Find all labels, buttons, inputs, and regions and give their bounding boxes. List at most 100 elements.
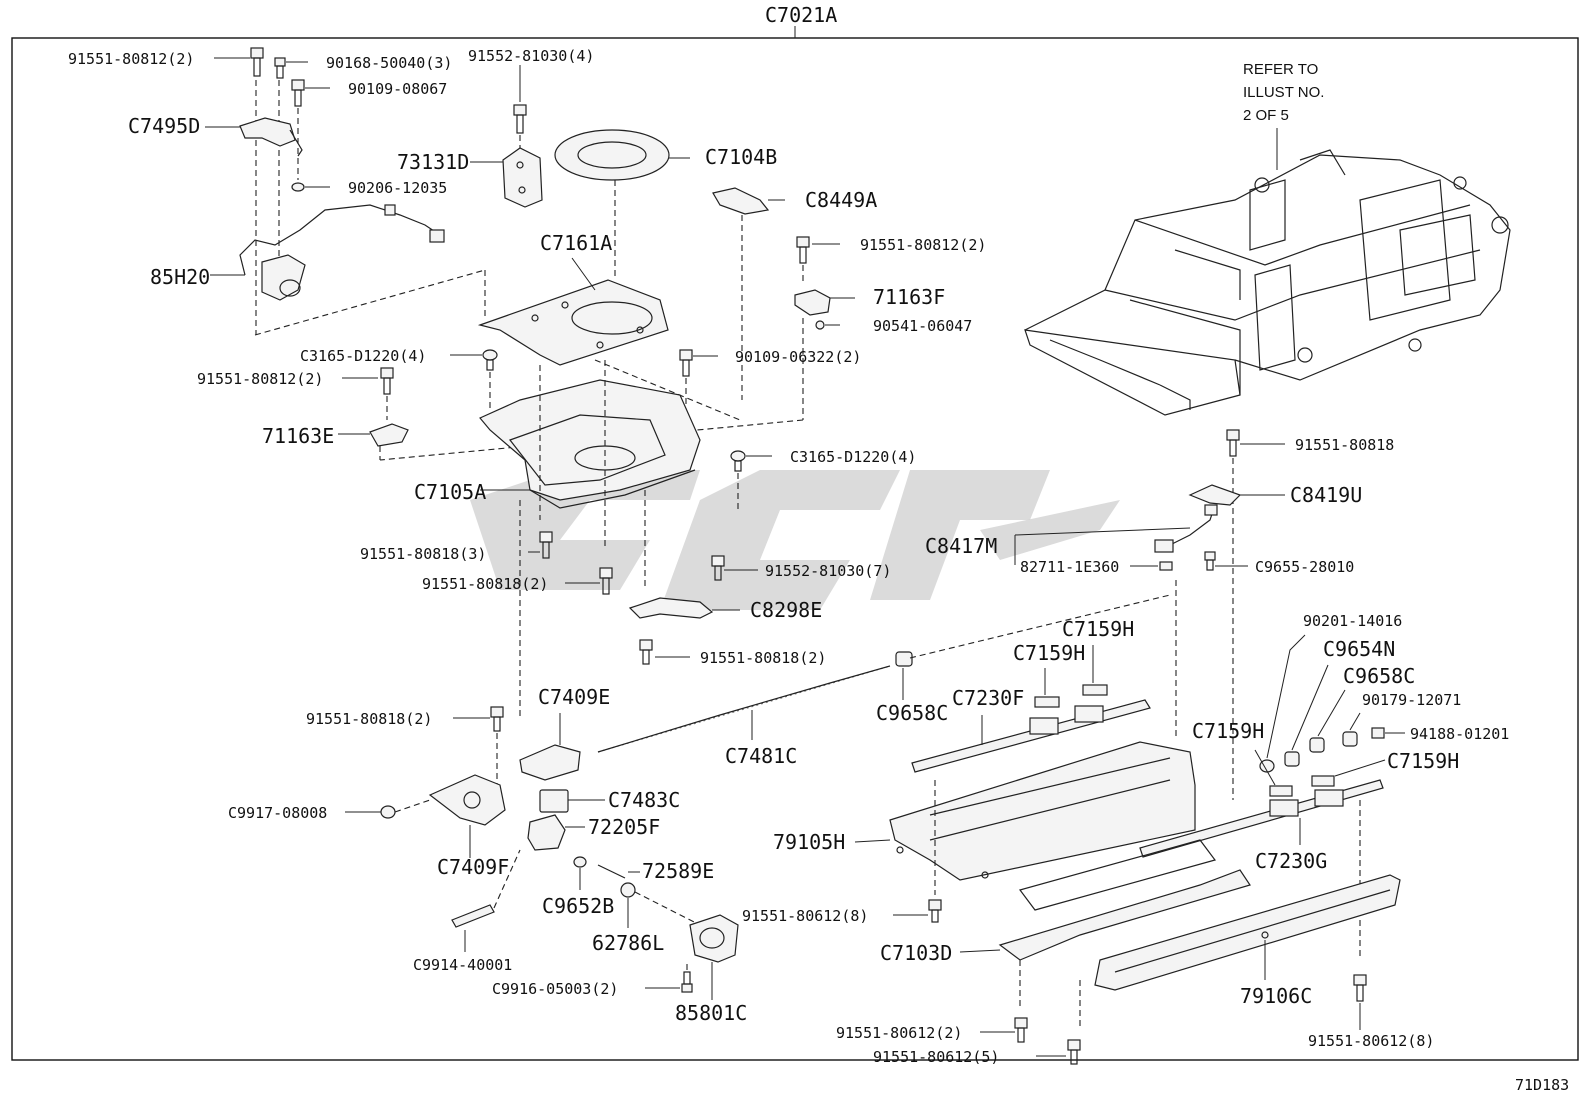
label-c8298e[interactable]: C8298E [750, 598, 822, 622]
page-code: 71D183 [1515, 1076, 1569, 1094]
label-82711-1e360[interactable]: 82711-1E360 [1020, 558, 1119, 576]
label-91552-81030-7[interactable]: 91552-81030(7) [765, 562, 891, 580]
label-c7104b[interactable]: C7104B [705, 145, 777, 169]
washer-90206 [291, 182, 330, 192]
washer-c9917-08008 [345, 805, 396, 819]
bushing-c9658c-a [895, 651, 913, 700]
label-c9914-40001[interactable]: C9914-40001 [413, 956, 512, 974]
bolt-91551-80818-2b [639, 639, 690, 665]
label-c8419u[interactable]: C8419U [1290, 483, 1362, 507]
refer-note: REFER TO ILLUST NO. 2 OF 5 [1243, 61, 1324, 170]
bushing-90179-12071 [1342, 712, 1361, 747]
label-71163e[interactable]: 71163E [262, 424, 334, 448]
plate-c7161a [477, 257, 669, 366]
label-91551-80612-2[interactable]: 91551-80612(2) [836, 1024, 962, 1042]
rail-c7230g [1139, 779, 1384, 858]
label-c9655-28010[interactable]: C9655-28010 [1255, 558, 1354, 576]
motor-85h20 [210, 204, 445, 301]
bracket-c7495d [205, 117, 303, 157]
cable-c7481c [597, 665, 891, 753]
label-62786l[interactable]: 62786L [592, 931, 664, 955]
bolt-90109-08067 [291, 79, 330, 107]
label-c9917-08008[interactable]: C9917-08008 [228, 804, 327, 822]
bolt-91551-80818-2a [565, 567, 613, 595]
label-73131d[interactable]: 73131D [397, 150, 469, 174]
harness-c8417m [1014, 504, 1218, 565]
label-91551-80612-5[interactable]: 91551-80612(5) [873, 1048, 999, 1066]
label-c7230g[interactable]: C7230G [1255, 849, 1327, 873]
label-c7230f[interactable]: C7230F [952, 686, 1024, 710]
track-79105h [854, 741, 1196, 881]
label-c7103d[interactable]: C7103D [880, 941, 952, 965]
label-c9658c-right[interactable]: C9658C [1343, 664, 1415, 688]
label-c7495d[interactable]: C7495D [128, 114, 200, 138]
label-c7105a[interactable]: C7105A [414, 480, 486, 504]
label-90541-06047[interactable]: 90541-06047 [873, 317, 972, 335]
clip-c7159h-a [1034, 668, 1060, 708]
label-91551-80818-2b[interactable]: 91551-80818(2) [700, 649, 826, 667]
label-91551-80818-2c[interactable]: 91551-80818(2) [306, 710, 432, 728]
label-91551-80812-left[interactable]: 91551-80812(2) [197, 370, 323, 388]
label-c7481c[interactable]: C7481C [725, 744, 797, 768]
label-c7159h-right[interactable]: C7159H [1192, 719, 1264, 743]
screw-90168-50040 [274, 57, 308, 79]
clip-71163e [338, 423, 409, 447]
label-c7161a[interactable]: C7161A [540, 231, 612, 255]
nut-94188-01201 [1371, 727, 1405, 739]
pin-72589e [597, 864, 640, 879]
spacer-62786l [620, 882, 636, 928]
bolt-90109-06322 [679, 349, 718, 377]
label-c7409e[interactable]: C7409E [538, 685, 610, 709]
label-94188-01201[interactable]: 94188-01201 [1410, 725, 1509, 743]
bolt-91551-80812-mid [796, 236, 840, 264]
label-79105h[interactable]: 79105H [773, 830, 845, 854]
screw-c9916-05003 [645, 971, 693, 993]
refer-line-1: REFER TO [1243, 61, 1318, 78]
label-72589e[interactable]: 72589E [642, 859, 714, 883]
label-91552-81030-top[interactable]: 91552-81030(4) [468, 47, 594, 65]
label-90109-06322[interactable]: 90109-06322(2) [735, 348, 861, 366]
label-c7159h-top[interactable]: C7159H [1062, 617, 1134, 641]
label-c7159h-second[interactable]: C7159H [1013, 641, 1085, 665]
label-91551-80612-8a[interactable]: 91551-80612(8) [742, 907, 868, 925]
screw-c3165-d1220-b [730, 450, 772, 472]
label-91551-80812-mid[interactable]: 91551-80812(2) [860, 236, 986, 254]
label-90168-50040[interactable]: 90168-50040(3) [326, 54, 452, 72]
label-c9654n[interactable]: C9654N [1323, 637, 1395, 661]
label-c9652b[interactable]: C9652B [542, 894, 614, 918]
label-91551-80612-8b[interactable]: 91551-80612(8) [1308, 1032, 1434, 1050]
label-91551-80818-right[interactable]: 91551-80818 [1295, 436, 1394, 454]
label-91551-80812-top[interactable]: 91551-80812(2) [68, 50, 194, 68]
label-c7409f[interactable]: C7409F [437, 855, 509, 879]
refer-line-3: 2 OF 5 [1243, 107, 1289, 124]
label-c9658c-mid[interactable]: C9658C [876, 701, 948, 725]
clip-c7159h-d [1311, 759, 1386, 787]
label-71163f[interactable]: 71163F [873, 285, 945, 309]
label-72205f[interactable]: 72205F [588, 815, 660, 839]
bolt-91551-80612-8a [893, 899, 942, 923]
label-90206-12035[interactable]: 90206-12035 [348, 179, 447, 197]
label-85801c[interactable]: 85801C [675, 1001, 747, 1025]
label-c9916-05003[interactable]: C9916-05003(2) [492, 980, 618, 998]
label-c7483c[interactable]: C7483C [608, 788, 680, 812]
clip-c7159h-c [1254, 749, 1293, 797]
label-90201-14016[interactable]: 90201-14016 [1303, 612, 1402, 630]
label-91551-80818-2a[interactable]: 91551-80818(2) [422, 575, 548, 593]
label-c8449a[interactable]: C8449A [805, 188, 877, 212]
label-85h20[interactable]: 85H20 [150, 265, 210, 289]
clip-c9652b [573, 856, 587, 890]
label-c7159h-far-right[interactable]: C7159H [1387, 749, 1459, 773]
bracket-c8419u [1188, 484, 1285, 506]
label-90109-08067[interactable]: 90109-08067 [348, 80, 447, 98]
label-c3165-d1220-b[interactable]: C3165-D1220(4) [790, 448, 916, 466]
label-91551-80818-3[interactable]: 91551-80818(3) [360, 545, 486, 563]
bolt-91551-80818-2c [453, 706, 504, 732]
label-90179-12071[interactable]: 90179-12071 [1362, 691, 1461, 709]
screw-c3165-d1220-a [450, 349, 498, 371]
label-c3165-d1220-a[interactable]: C3165-D1220(4) [300, 347, 426, 365]
connector-82711 [1130, 561, 1173, 571]
bolt-91551-80612-2 [980, 1017, 1028, 1043]
label-c8417m[interactable]: C8417M [925, 534, 997, 558]
label-79106c[interactable]: 79106C [1240, 984, 1312, 1008]
